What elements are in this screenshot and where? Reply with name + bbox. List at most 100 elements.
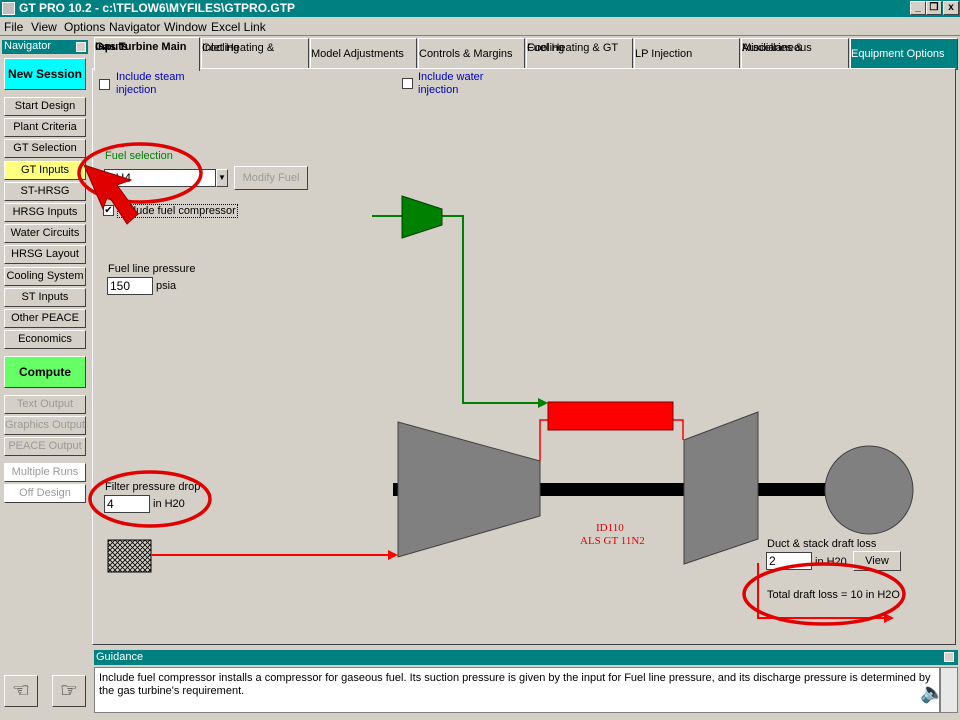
view-button[interactable]: View xyxy=(853,551,901,571)
menu-window[interactable]: Window xyxy=(164,20,207,34)
combustor xyxy=(547,401,674,431)
tab-label: Auxiliaries & xyxy=(742,42,803,54)
tab-label: Cooling xyxy=(527,42,565,54)
tab-fuel-heating-gt-cooling[interactable]: Fuel Heating & GT Cooling xyxy=(526,38,633,70)
tab-label: Cooling xyxy=(202,42,240,54)
filter-pressure-drop-unit: in H20 xyxy=(153,498,185,510)
water-injection-label: Include water xyxy=(418,71,484,83)
guidance-header: Guidance xyxy=(94,650,958,665)
tab-label: Inputs xyxy=(95,41,128,53)
nav-off-design[interactable]: Off Design xyxy=(4,484,86,503)
restore-button[interactable]: ❐ xyxy=(926,1,942,15)
chevron-down-icon[interactable]: ▼ xyxy=(216,169,228,187)
guidance-text: Include fuel compressor installs a compr… xyxy=(94,667,940,713)
menu-options[interactable]: Options xyxy=(64,20,106,34)
nav-graphics-output[interactable]: Graphics Output xyxy=(4,416,86,435)
duct-draft-loss-input[interactable]: 2 xyxy=(766,552,812,570)
tab-label: Inlet Heating & xyxy=(202,42,275,54)
menu-excel-link[interactable]: Excel Link xyxy=(211,20,266,34)
menu-navigator[interactable]: Navigator xyxy=(109,20,161,34)
app-icon xyxy=(2,2,15,15)
tab-auxiliaries-miscellaneous[interactable]: Auxiliaries & Miscellaneous xyxy=(741,38,849,70)
duct-draft-loss-label: Duct & stack draft loss xyxy=(767,538,877,550)
fuel-line-pressure-label: Fuel line pressure xyxy=(108,263,196,275)
combustor-to-turbine-line xyxy=(673,419,684,440)
title-bar: GT PRO 10.2 - c:\TFLOW6\MYFILES\GTPRO.GT… xyxy=(0,0,960,17)
duct-draft-loss-unit: in H20 xyxy=(815,556,847,568)
window-title: GT PRO 10.2 - c:\TFLOW6\MYFILES\GTPRO.GT… xyxy=(19,1,296,15)
tab-controls-margins[interactable]: Controls & Margins xyxy=(418,38,525,70)
exhaust-arrowhead xyxy=(884,613,894,623)
tab-equipment-options[interactable]: Equipment Options xyxy=(850,38,958,70)
fuel-line-pressure-unit: psia xyxy=(156,280,177,292)
generator xyxy=(824,445,914,535)
compute-button[interactable]: Compute xyxy=(4,356,86,388)
tab-model-adjustments[interactable]: Model Adjustments xyxy=(310,38,417,70)
tab-label: Model Adjustments xyxy=(311,48,404,60)
gt-id-label: ID110 xyxy=(596,522,624,534)
filter-pressure-drop-label: Filter pressure drop xyxy=(105,481,201,493)
close-button[interactable]: x xyxy=(943,1,959,15)
navigator-title: Navigator xyxy=(4,40,52,52)
fuel-compressor-checkbox[interactable]: ✔ xyxy=(103,205,114,216)
steam-injection-checkbox[interactable] xyxy=(99,79,110,90)
gt-model-label: ALS GT 11N2 xyxy=(580,535,645,547)
steam-injection-label-2: injection xyxy=(116,84,157,96)
back-hand-icon[interactable]: ☜ xyxy=(4,675,38,707)
guidance-scrollbar[interactable] xyxy=(940,667,958,713)
nav-gt-selection[interactable]: GT Selection xyxy=(4,139,86,158)
nav-peace-output[interactable]: PEACE Output xyxy=(4,437,86,456)
fuel-selection-label: Fuel selection xyxy=(105,150,173,162)
modify-fuel-button[interactable]: Modify Fuel xyxy=(234,166,308,190)
filter-pressure-drop-input[interactable]: 4 xyxy=(104,495,150,513)
tab-label: Fuel Heating & GT xyxy=(527,42,619,54)
new-session-button[interactable]: New Session xyxy=(4,58,86,90)
fuel-line-pressure-input[interactable]: 150 xyxy=(107,277,153,295)
nav-multiple-runs[interactable]: Multiple Runs xyxy=(4,463,86,482)
tab-label: LP Injection xyxy=(635,48,693,60)
fuel-to-combustor-line xyxy=(442,215,540,404)
navigator-close-icon[interactable] xyxy=(76,42,86,52)
menu-view[interactable]: View xyxy=(31,20,57,34)
guidance-toggle-icon[interactable] xyxy=(944,652,954,662)
nav-cooling-system[interactable]: Cooling System xyxy=(4,267,86,286)
menu-file[interactable]: File xyxy=(4,20,24,34)
speaker-icon[interactable]: 🔈 xyxy=(920,682,945,704)
tab-label: Equipment Options xyxy=(851,48,945,60)
gt-turbine xyxy=(683,411,759,565)
tab-lp-injection[interactable]: LP Injection xyxy=(634,38,740,70)
nav-water-circuits[interactable]: Water Circuits xyxy=(4,224,86,243)
forward-hand-icon[interactable]: ☞ xyxy=(52,675,86,707)
tab-label: Miscellaneous xyxy=(742,42,812,54)
tab-label: Gas Turbine Main xyxy=(95,41,187,53)
guidance-title: Guidance xyxy=(96,651,144,663)
nav-other-peace[interactable]: Other PEACE xyxy=(4,309,86,328)
nav-hrsg-layout[interactable]: HRSG Layout xyxy=(4,245,86,264)
nav-gt-inputs[interactable]: GT Inputs xyxy=(4,161,86,180)
steam-injection-label: Include steam xyxy=(116,71,185,83)
nav-economics[interactable]: Economics xyxy=(4,330,86,349)
water-injection-checkbox[interactable] xyxy=(402,78,413,89)
fuel-compressor-label: Include fuel compressor xyxy=(117,204,238,218)
fuel-arrowhead xyxy=(538,398,548,408)
nav-plant-criteria[interactable]: Plant Criteria xyxy=(4,118,86,137)
nav-st-inputs[interactable]: ST Inputs xyxy=(4,288,86,307)
fuel-select[interactable]: CH4 xyxy=(104,169,216,187)
tab-label: Controls & Margins xyxy=(419,48,513,60)
inlet-filter-icon xyxy=(107,539,152,573)
nav-text-output[interactable]: Text Output xyxy=(4,395,86,414)
tab-inlet-heating-cooling[interactable]: Inlet Heating & Cooling xyxy=(201,38,309,70)
nav-start-design[interactable]: Start Design xyxy=(4,97,86,116)
gt-compressor xyxy=(397,421,541,558)
minimize-button[interactable]: _ xyxy=(910,1,926,15)
water-injection-label-2: injection xyxy=(418,84,459,96)
navigator-header: Navigator xyxy=(2,40,88,54)
main-panel xyxy=(92,68,956,645)
menu-bar: File View Options Navigator Window Excel… xyxy=(0,17,960,36)
fuel-compressor xyxy=(401,195,443,239)
inlet-arrowhead xyxy=(388,550,398,560)
compressor-to-combustor-line xyxy=(539,419,548,461)
total-draft-loss-text: Total draft loss = 10 in H2O xyxy=(767,589,900,601)
tab-gas-turbine-main-inputs[interactable]: Gas Turbine Main Inputs xyxy=(94,37,200,71)
